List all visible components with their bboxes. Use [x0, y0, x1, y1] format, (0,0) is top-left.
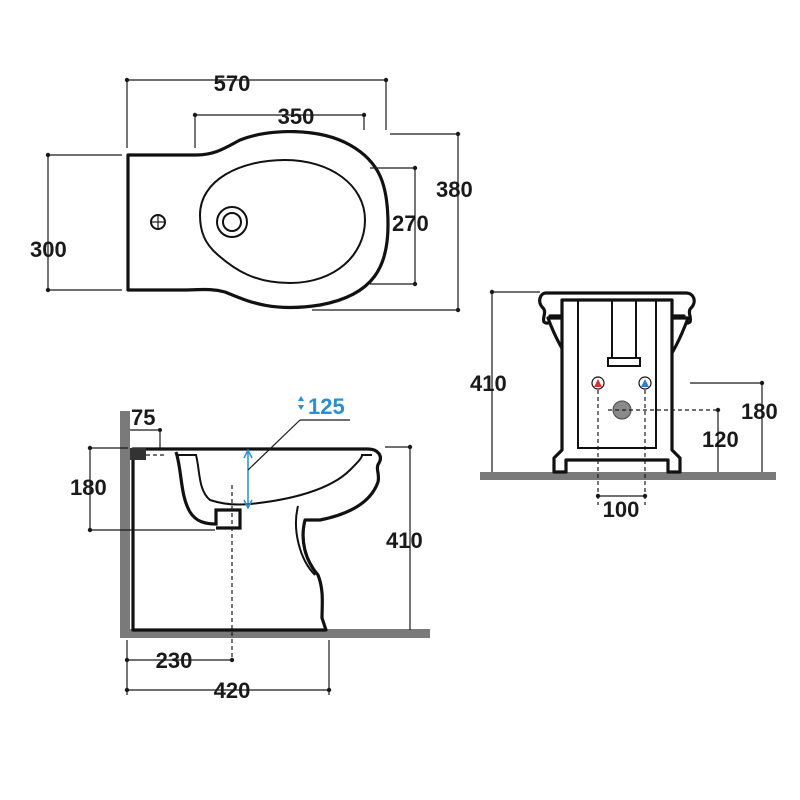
side-view-pedestal-inner [294, 505, 316, 576]
dim-overall-depth: 420 [214, 678, 251, 703]
side-view-floor [120, 629, 430, 638]
dim-tap-height: 180 [741, 399, 778, 424]
dim-outlet-distance: 230 [156, 648, 193, 673]
front-view-overflow [607, 300, 641, 367]
top-view-outline [126, 129, 390, 310]
dim-rear-width: 300 [30, 237, 67, 262]
dim-outlet-height: 180 [70, 475, 107, 500]
front-view-pedestal-inner [577, 300, 657, 449]
side-view: 125 75 180 410 230 420 [70, 394, 430, 703]
dim-overall-width: 380 [436, 177, 473, 202]
dim-pan-height: 410 [386, 528, 423, 553]
dim-bowl-width: 270 [392, 211, 429, 236]
dim-inlet-offset: 75 [131, 405, 155, 430]
dim-bowl-length: 350 [278, 104, 315, 129]
front-view: 410 180 120 100 [470, 289, 778, 522]
side-view-trap [174, 451, 242, 530]
side-view-wall [120, 411, 130, 637]
top-view-bowl [198, 158, 367, 285]
dim-overall-length: 570 [214, 71, 251, 96]
side-view-inlet [130, 448, 146, 460]
side-view-cavity [176, 454, 372, 506]
front-view-pedestal [552, 298, 682, 474]
top-view-drain-outer [216, 206, 248, 238]
dim-tap-spacing: 100 [603, 497, 640, 522]
dim-waste-height: 120 [702, 427, 739, 452]
top-view-drain-inner [222, 212, 242, 232]
dim-front-pan-height: 410 [470, 371, 507, 396]
dim-water-height: 125 [308, 394, 345, 419]
top-view: 570 350 380 270 300 [30, 71, 473, 313]
front-view-floor [480, 472, 776, 480]
